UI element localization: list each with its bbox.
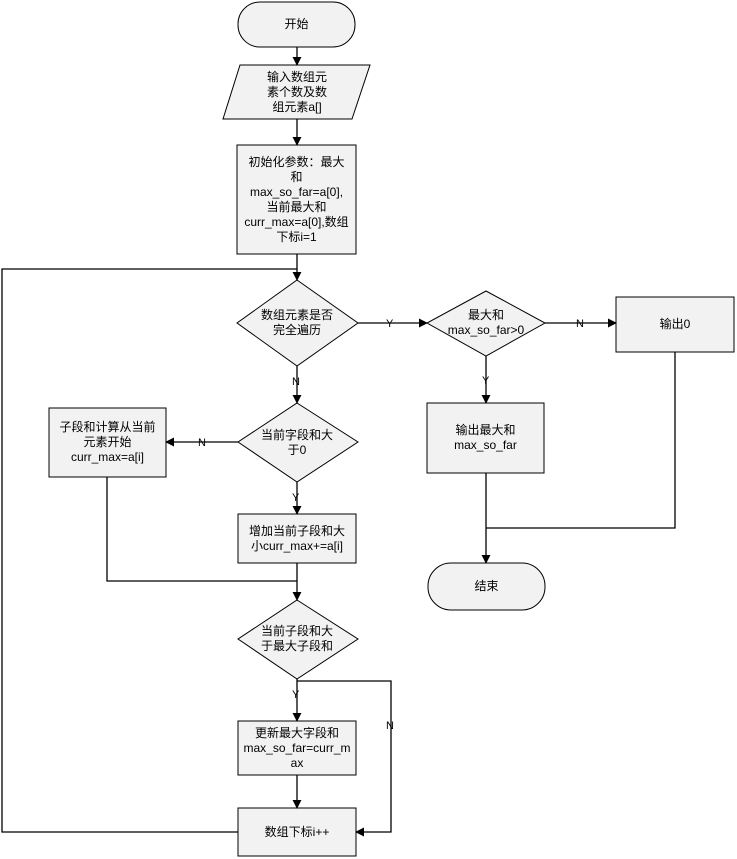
init-label: 初始化参数：最大 和 max_so_far=a[0], 当前最大和 curr_m…: [244, 154, 349, 244]
input-label: 输入数组元 素个数及数 组元素a[]: [266, 69, 327, 114]
edge-loop-back: [1, 268, 297, 833]
greater-no-label: N: [386, 720, 394, 732]
greater-yes-label: Y: [292, 689, 300, 701]
traversed-yes-label: Y: [386, 318, 394, 330]
output-zero-label: 输出0: [659, 317, 691, 331]
reset-sum-process: [48, 407, 167, 478]
edge-reset-sum-merge: [106, 477, 297, 582]
increment-process: [237, 807, 357, 857]
sum-positive-no-label: N: [198, 437, 206, 449]
add-sum-label: 增加当前子段和大 小curr_max+=a[i]: [248, 523, 345, 553]
increment-label: 数组下标i++: [264, 824, 330, 839]
traversed-no-label: N: [292, 376, 300, 388]
edge-greater-no: [297, 680, 392, 837]
output-zero-process: [615, 296, 735, 353]
greater-than-max-label: 当前子段和大 于最大子段和: [260, 624, 333, 653]
start-label: 开始: [284, 17, 309, 31]
input-parallelogram: [222, 64, 371, 120]
end-label: 结束: [474, 579, 499, 593]
output-max-label: 输出最大和 max_so_far: [454, 423, 517, 452]
reset-sum-label: 子段和计算从当前 元素开始 curr_max=a[i]: [59, 420, 156, 464]
max-positive-yes-label: Y: [482, 375, 490, 387]
sum-positive-label: 当前字段和大 于0: [260, 428, 333, 457]
update-max-process: [237, 720, 357, 776]
output-max-process: [426, 402, 545, 474]
max-positive-no-label: N: [576, 318, 584, 330]
sum-positive-yes-label: Y: [292, 492, 300, 504]
edge-output-zero-end: [486, 352, 676, 529]
traversed-label: 数组元素是否 完全遍历: [260, 308, 333, 337]
max-positive-label: 最大和 max_so_far>0: [447, 308, 525, 337]
add-sum-process: [237, 513, 357, 564]
init-process: [236, 144, 357, 255]
update-max-label: 更新最大字段和 max_so_far=curr_m ax: [243, 725, 351, 770]
